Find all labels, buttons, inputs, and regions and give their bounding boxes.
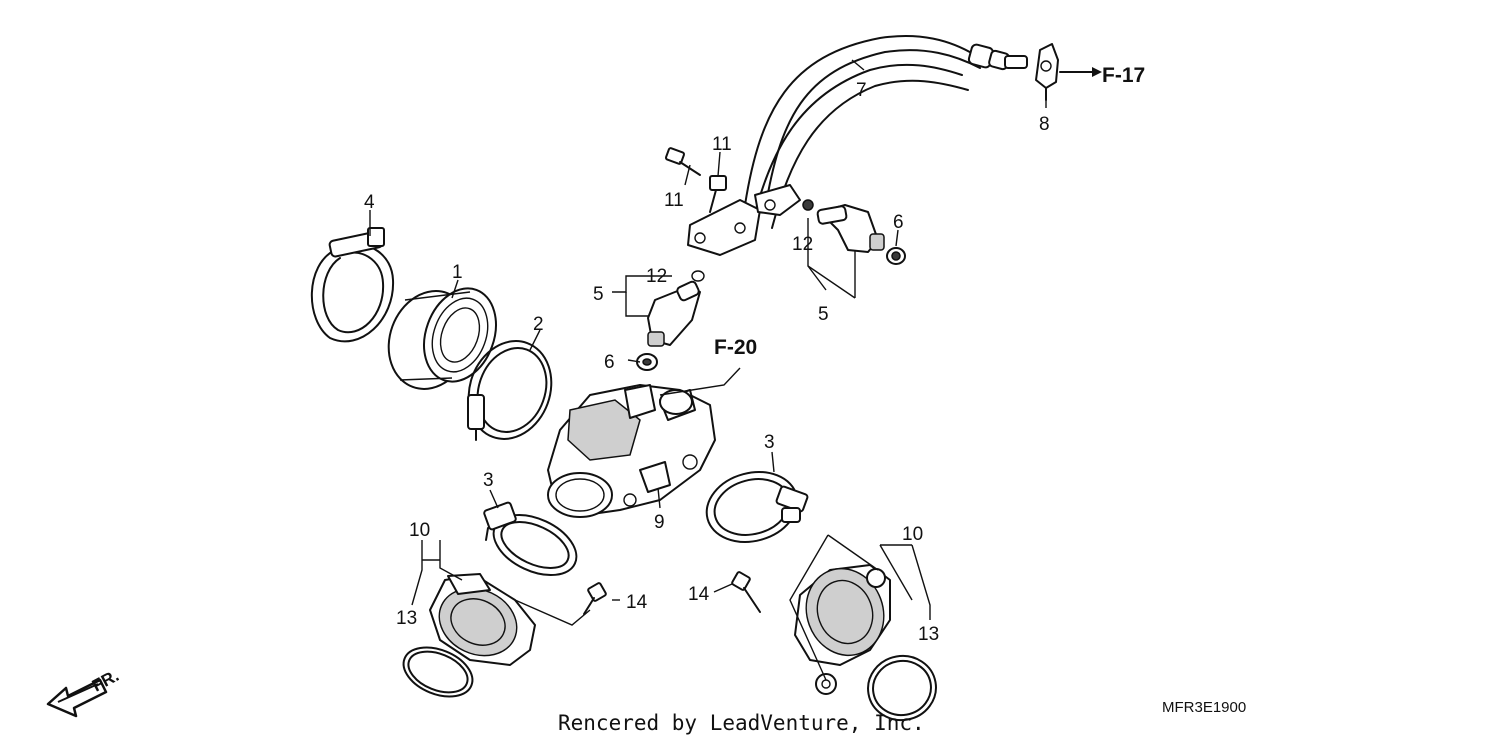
fuel-hose-assembly[interactable] [744, 35, 1028, 229]
callout-10-left: 10 [409, 520, 430, 541]
callout-5-left: 5 [593, 284, 604, 305]
injector-right[interactable] [816, 204, 885, 253]
callout-13-right: 13 [918, 624, 939, 645]
callout-3-right: 3 [764, 432, 775, 453]
reference-f20[interactable]: F-20 [714, 336, 757, 359]
bolt-11b[interactable] [709, 175, 727, 213]
clamp-band-3-right[interactable] [699, 462, 809, 551]
callout-6-right: 6 [893, 212, 904, 233]
o-ring-13-left[interactable] [396, 638, 479, 706]
callout-11-lower: 11 [664, 190, 684, 211]
callout-10-right: 10 [902, 524, 923, 545]
render-credit: Rencered by LeadVenture, Inc. [558, 711, 925, 735]
callout-7: 7 [856, 80, 867, 101]
leader-lines [369, 59, 1047, 681]
diagram-code: MFR3E1900 [1162, 699, 1246, 716]
throttle-body[interactable] [547, 384, 716, 518]
callout-3-left: 3 [483, 470, 494, 491]
o-ring-13-right[interactable] [863, 651, 941, 726]
callout-2: 2 [533, 314, 544, 335]
air-funnel[interactable] [375, 278, 508, 400]
clamp-band-3-left[interactable] [483, 501, 585, 587]
clamp-band-2[interactable] [455, 329, 564, 450]
bolt-11a[interactable] [664, 147, 701, 176]
callout-13-left: 13 [396, 608, 417, 629]
reference-f17[interactable]: F-17 [1102, 64, 1145, 87]
clamp-band-4[interactable] [310, 227, 395, 343]
seal-6b[interactable] [886, 247, 906, 265]
o-ring-12a[interactable] [691, 270, 705, 282]
callout-8: 8 [1039, 114, 1050, 135]
callout-12-right: 12 [792, 234, 813, 255]
callout-4: 4 [364, 192, 375, 213]
insulator-left[interactable] [428, 573, 536, 668]
o-ring-12b[interactable] [802, 199, 814, 211]
callout-12-left: 12 [646, 266, 667, 287]
hose-joint[interactable] [1035, 43, 1102, 101]
callout-14-right: 14 [688, 584, 710, 605]
hose-bracket[interactable] [687, 184, 801, 256]
callout-1: 1 [452, 262, 463, 283]
front-arrow-icon [46, 678, 108, 718]
callout-6-left: 6 [604, 352, 615, 373]
callout-5-right: 5 [818, 304, 829, 325]
insulator-right[interactable] [794, 558, 896, 695]
screw-14-left[interactable] [583, 582, 607, 615]
callout-9: 9 [654, 512, 665, 533]
callout-11-upper: 11 [712, 134, 732, 155]
callout-14-left: 14 [626, 592, 648, 613]
screw-14-right[interactable] [731, 571, 761, 613]
callout-labels: 1 2 3 3 4 5 5 6 6 7 8 9 10 10 11 11 12 1… [364, 80, 1050, 645]
injector-left[interactable] [647, 280, 701, 347]
